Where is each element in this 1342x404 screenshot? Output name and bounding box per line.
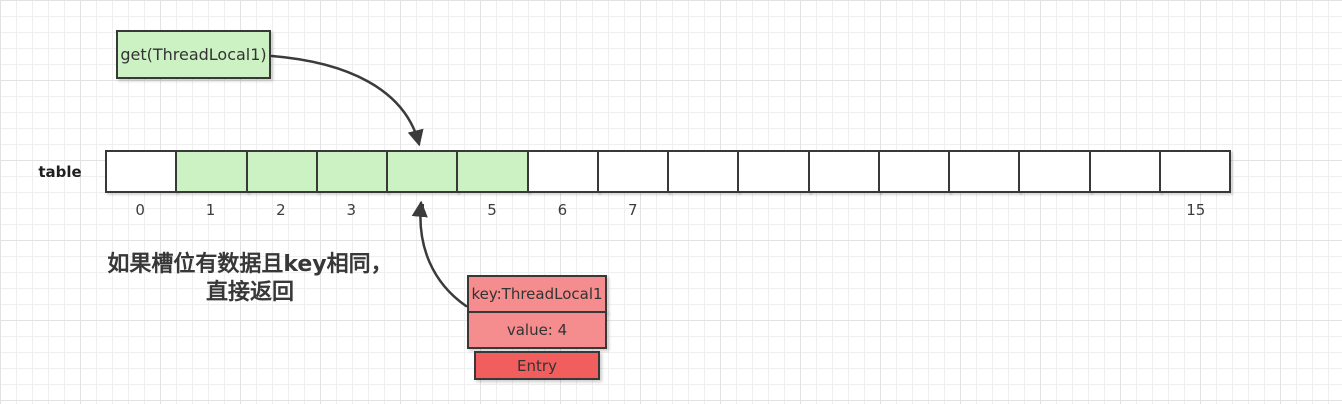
- table-cell-6: [526, 150, 599, 193]
- annotation-line1: 如果槽位有数据且key相同，: [107, 252, 393, 277]
- table-cell-12: [948, 150, 1021, 193]
- index-label-0: 0: [135, 201, 145, 219]
- table-cell-5: [456, 150, 529, 193]
- table-cell-0: [105, 150, 178, 193]
- entry-tag-box: Entry: [474, 351, 600, 380]
- index-label-2: 2: [276, 201, 286, 219]
- table-cell-9: [737, 150, 810, 193]
- index-label-6: 6: [557, 201, 568, 219]
- entry-value-label: value: 4: [506, 321, 568, 339]
- table-cell-4: [386, 150, 459, 193]
- index-label-8: [668, 200, 738, 220]
- index-label-12: [950, 200, 1020, 220]
- table-cell-10: [807, 150, 880, 193]
- table-cell-14: [1088, 150, 1161, 193]
- index-label-1: 1: [205, 201, 216, 219]
- entry-key-label: key:ThreadLocal1: [471, 285, 603, 303]
- entry-value-box: value: 4: [467, 311, 607, 349]
- annotation-text: 如果槽位有数据且key相同， 直接返回: [95, 251, 405, 307]
- table-cell-11: [877, 150, 950, 193]
- table-cell-15: [1158, 150, 1231, 193]
- index-label-9: [738, 200, 808, 220]
- table-cell-7: [596, 150, 669, 193]
- get-call-box: get(ThreadLocal1): [116, 30, 271, 79]
- table-cell-8: [667, 150, 740, 193]
- index-label-10: [809, 200, 879, 220]
- index-label-3: 3: [346, 201, 357, 219]
- entry-tag-label: Entry: [517, 356, 557, 375]
- table-cell-2: [245, 150, 318, 193]
- index-labels: 0 1 2 3 4 5 6 7 15: [105, 200, 1231, 220]
- entry-key-box: key:ThreadLocal1: [467, 275, 607, 313]
- table-label: table: [38, 163, 82, 181]
- index-label-7: 7: [628, 201, 638, 219]
- table-cell-1: [175, 150, 248, 193]
- table-cell-3: [315, 150, 388, 193]
- index-label-15: 15: [1186, 201, 1206, 219]
- get-call-label: get(ThreadLocal1): [120, 45, 267, 64]
- index-label-4: 4: [416, 201, 427, 219]
- table-cell-13: [1018, 150, 1091, 193]
- index-label-5: 5: [487, 201, 497, 219]
- arrow-get-to-slot4: [270, 54, 424, 147]
- index-label-14: [1090, 200, 1160, 220]
- index-label-13: [1020, 200, 1090, 220]
- annotation-line2: 直接返回: [205, 280, 294, 305]
- table-row: [105, 150, 1231, 193]
- index-label-11: [879, 200, 949, 220]
